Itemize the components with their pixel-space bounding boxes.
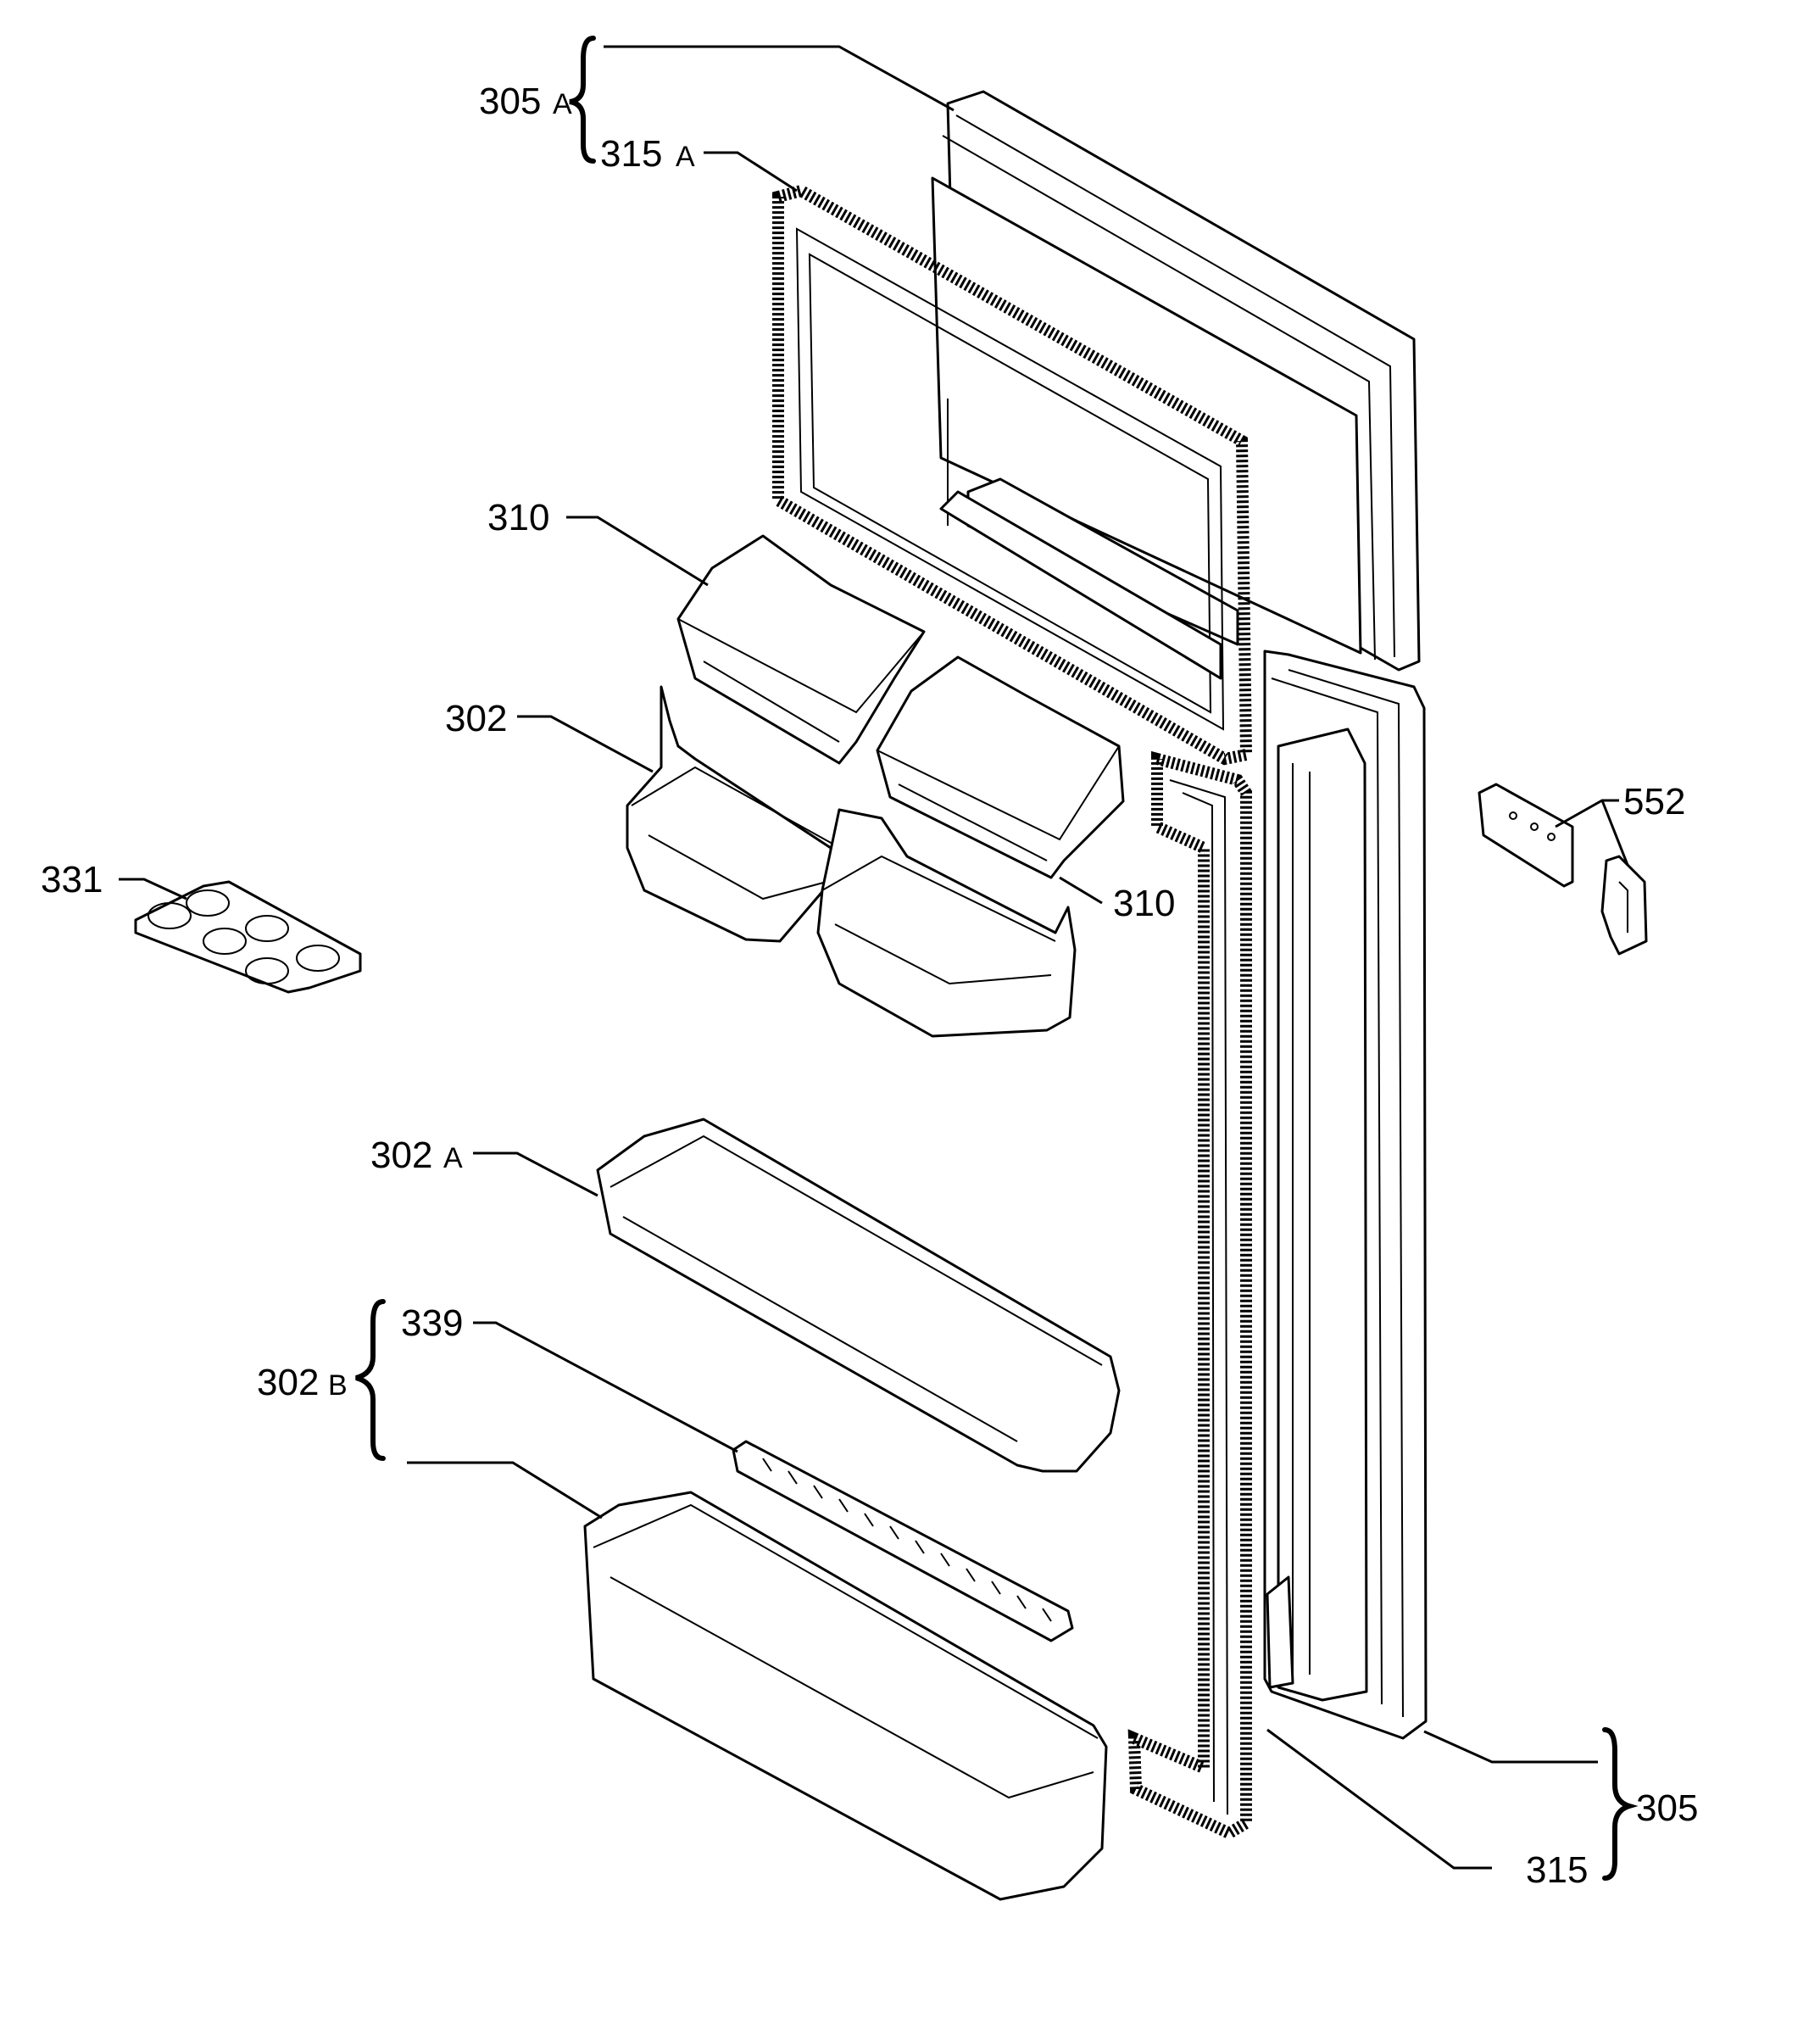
label-552: 552 [1623, 781, 1685, 822]
leader-310-top [566, 516, 709, 587]
freezer-door-gasket-315a [772, 184, 1253, 766]
dairy-compartment-lid-310-right [876, 655, 1125, 879]
label-310-top: 310 [487, 497, 549, 538]
leader-331 [119, 878, 187, 900]
label-315a-number: 315 [600, 133, 662, 175]
freezer-door-outer-305a [931, 90, 1421, 672]
leader-315a [704, 151, 798, 192]
label-310-bottom: 310 [1113, 883, 1175, 924]
hinge-552 [1478, 783, 1648, 956]
brace-302b [355, 1299, 386, 1461]
bottle-divider-339 [732, 1440, 1074, 1642]
leader-302b-bin [407, 1461, 603, 1519]
label-302b-number: 302 [257, 1362, 319, 1403]
label-315: 315 [1526, 1849, 1588, 1891]
leader-305 [1423, 1730, 1598, 1764]
leader-552b [1600, 800, 1629, 866]
door-bin-302b [583, 1491, 1108, 1901]
label-302a-suffix: A [443, 1142, 463, 1174]
leader-302a [473, 1151, 598, 1197]
brace-305 [1602, 1727, 1639, 1881]
label-302: 302 [445, 698, 507, 739]
label-302a-number: 302 [370, 1135, 432, 1176]
leader-552a [1555, 799, 1619, 828]
leader-302 [517, 715, 654, 773]
leader-310-bottom [1059, 876, 1103, 905]
label-305a-suffix: A [553, 88, 572, 120]
leader-305a [604, 45, 955, 112]
label-305a-number: 305 [479, 81, 541, 122]
label-302b-suffix: B [328, 1369, 348, 1402]
door-bin-302-right [816, 808, 1077, 1038]
egg-tray-331 [134, 880, 362, 994]
label-305: 305 [1636, 1787, 1698, 1829]
dairy-compartment-lid-310-left [676, 534, 926, 765]
brace-305a [569, 36, 596, 164]
door-bin-302-left [626, 685, 849, 943]
label-339: 339 [401, 1302, 463, 1344]
label-331: 331 [41, 859, 103, 900]
leader-315 [1266, 1728, 1492, 1870]
fridge-door-outer-305 [1263, 650, 1428, 1740]
door-shelf-302a [596, 1118, 1121, 1473]
label-315a-suffix: A [676, 141, 695, 173]
leader-339 [473, 1321, 738, 1453]
fridge-door-gasket-315 [1127, 750, 1252, 1840]
